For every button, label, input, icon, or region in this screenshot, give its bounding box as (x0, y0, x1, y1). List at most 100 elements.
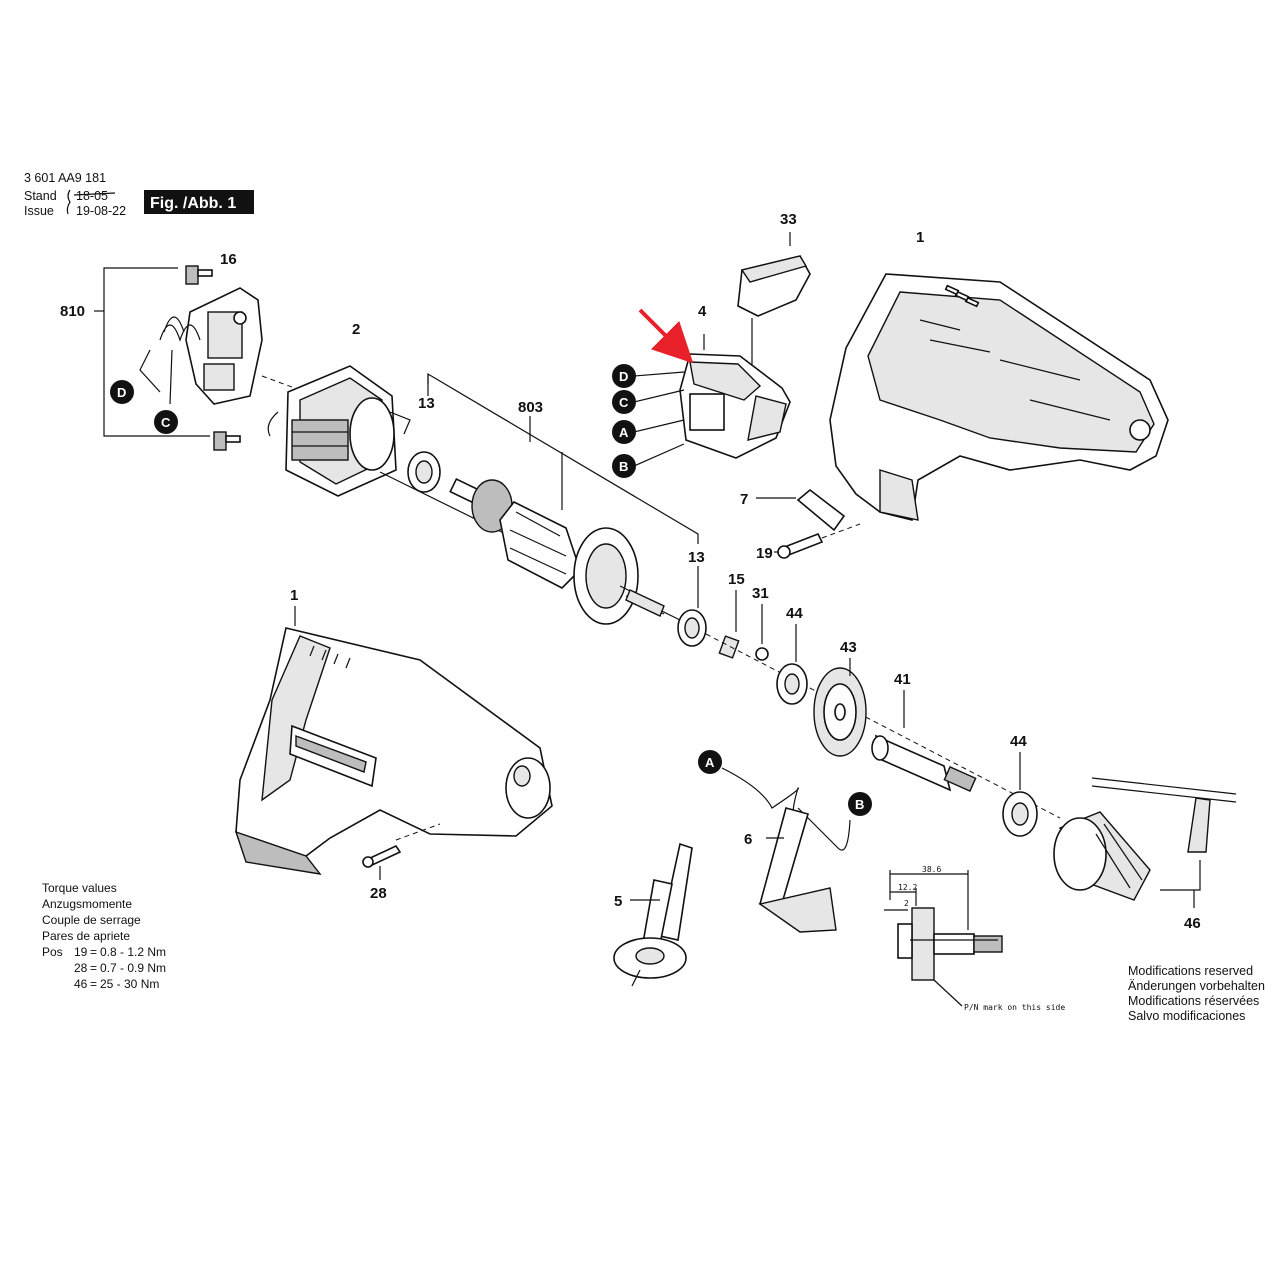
part-label-5: 5 (614, 893, 622, 910)
connector-badge (612, 390, 636, 414)
switch-4 (679, 318, 791, 459)
bracket-810 (103, 267, 210, 437)
connector-d-brush: D (117, 385, 126, 400)
part-label-43: 43 (840, 639, 857, 656)
torque-heading-en: Torque values (42, 881, 117, 895)
connector-badge (848, 792, 872, 816)
screw-19 (774, 523, 861, 559)
stator-field (267, 365, 411, 497)
torque-pos-label: Pos (42, 945, 63, 959)
part-label-31: 31 (752, 585, 769, 602)
ball-31 (755, 647, 769, 661)
connector-c-switch: C (619, 395, 629, 410)
drill-grip (261, 635, 331, 802)
screw-28 (362, 844, 402, 880)
torque-eq: = (90, 961, 97, 975)
torque-row-pos: 28 (74, 961, 88, 975)
dimension-detail (884, 870, 1003, 1007)
carbon-brush-top (185, 265, 199, 285)
torque-row-pos: 19 (74, 945, 88, 959)
armature-rotor (379, 471, 681, 625)
bracket-803 (427, 372, 699, 544)
issue-label: Issue (24, 204, 54, 218)
part-label-46: 46 (1184, 915, 1201, 932)
torque-row-pos: 46 (74, 977, 88, 991)
part-number-labels: 810 16 2 13 803 13 33 4 1 7 19 15 31 44 … (60, 211, 1201, 932)
connector-a-cable: A (705, 755, 715, 770)
stand-value-struck: 18-05 (76, 189, 108, 203)
figure-badge-label: Fig. /Abb. 1 (150, 195, 236, 212)
connector-badge (612, 454, 636, 478)
part-label-28: 28 (370, 885, 387, 902)
part-label-41: 41 (894, 671, 911, 688)
key-15 (718, 635, 740, 659)
stand-label: Stand (24, 189, 57, 203)
torque-heading-fr: Couple de serrage (42, 913, 141, 927)
part-label-16: 16 (220, 251, 237, 268)
connector-d-switch: D (619, 369, 628, 384)
torque-row-value: 25 - 30 Nm (100, 977, 159, 991)
connector-badge (698, 750, 722, 774)
part-label-15: 15 (728, 571, 745, 588)
small-parts-15-31 (705, 590, 1061, 819)
brace-symbol (66, 189, 71, 215)
connector-badge (612, 420, 636, 444)
part-label-1-bottom: 1 (290, 587, 298, 604)
pn-mark-note: P/N mark on this side (964, 1003, 1065, 1012)
carbon-brush-bottom (213, 431, 227, 451)
modifications-en: Modifications reserved (1128, 964, 1253, 978)
part-label-33: 33 (780, 211, 797, 228)
ball-bearing-13-right (677, 566, 707, 647)
chuck-key (1187, 797, 1211, 853)
torque-values-block: Torque values Anzugsmomente Couple de se… (42, 881, 166, 991)
part-label-44-a: 44 (786, 605, 803, 622)
cord-clamp-7 (756, 488, 846, 532)
part-label-803: 803 (518, 399, 543, 416)
connector-c-brush: C (161, 415, 171, 430)
housing-half-top (829, 273, 1169, 521)
figure-badge (144, 190, 254, 214)
chuck-key-handle (1091, 777, 1237, 795)
dim-overall: 38.6 (922, 865, 941, 874)
gear-train (776, 624, 1038, 837)
torque-eq: = (90, 945, 97, 959)
part-label-810: 810 (60, 303, 85, 320)
brush-holder-assembly (94, 265, 301, 451)
dim-mid: 12.2 (898, 883, 917, 892)
connector-badge (612, 364, 636, 388)
torque-heading-es: Pares de apriete (42, 929, 130, 943)
torque-eq: = (90, 977, 97, 991)
header-block: 3 601 AA9 181 Stand 18-05 Issue 19-08-22… (24, 171, 254, 218)
connector-badges: D C D C A B A B (110, 364, 872, 816)
part-label-13-left: 13 (418, 395, 435, 412)
document-number: 3 601 AA9 181 (24, 171, 106, 185)
part-label-1-top: 1 (916, 229, 924, 246)
chuck-assembly (1053, 777, 1237, 908)
assembled-drill-body (234, 606, 553, 875)
cord-sleeve-5 (613, 842, 693, 987)
ball-bearing-13-left (407, 451, 441, 493)
switch-cover-33 (737, 232, 811, 317)
strike-line (73, 192, 116, 196)
connector-badge (110, 380, 134, 404)
modifications-note: Modifications reserved Änderungen vorbeh… (1128, 964, 1265, 1023)
part-label-13-right: 13 (688, 549, 705, 566)
part-label-4: 4 (698, 303, 707, 320)
mains-cable-6 (721, 767, 851, 933)
part-label-6: 6 (744, 831, 752, 848)
connector-b-switch: B (619, 459, 628, 474)
part-label-44-b: 44 (1010, 733, 1027, 750)
connector-badge (154, 410, 178, 434)
brush-spring (159, 316, 201, 342)
armature-core (499, 500, 581, 589)
connector-b-cable: B (855, 797, 864, 812)
connector-a-switch: A (619, 425, 629, 440)
part-label-7: 7 (740, 491, 748, 508)
torque-row-value: 0.7 - 0.9 Nm (100, 961, 166, 975)
modifications-es: Salvo modificaciones (1128, 1009, 1245, 1023)
highlight-arrow (638, 308, 694, 364)
issue-value: 19-08-22 (76, 204, 126, 218)
part-label-19: 19 (756, 545, 773, 562)
torque-heading-de: Anzugsmomente (42, 897, 132, 911)
